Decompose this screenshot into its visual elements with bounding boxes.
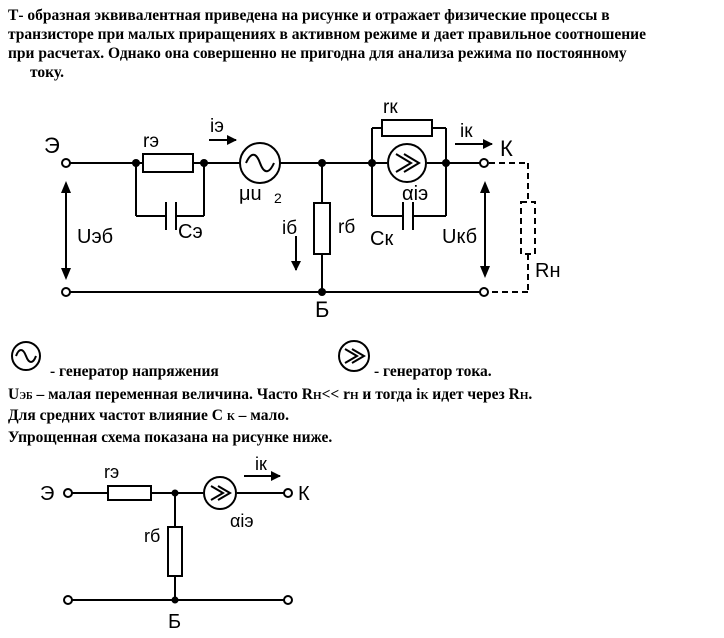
- circuit-2: [68, 471, 288, 601]
- capacitor-ce: [165, 202, 177, 230]
- c2-terminal-b-right: [283, 595, 293, 605]
- intro-line-1: Т- образная эквивалентная приведена на р…: [8, 7, 610, 24]
- c2-current-source-icon: [203, 476, 237, 510]
- terminal-e: [61, 158, 71, 168]
- c2-label-collector: К: [298, 483, 310, 505]
- resistor-rb: [313, 202, 331, 255]
- junction-dots: [132, 159, 450, 296]
- terminal-k: [479, 158, 489, 168]
- c2-label-base: Б: [168, 611, 181, 633]
- terminals: [61, 158, 489, 297]
- circuit-1: [66, 127, 484, 293]
- label-ie: iэ: [210, 116, 224, 137]
- load-branch: [489, 162, 536, 293]
- c2-label-rb: rб: [144, 526, 160, 546]
- label-mu-u-sub: 2: [274, 190, 282, 206]
- note-line-3: Упрощенная схема показана на рисунке ниж…: [8, 429, 333, 446]
- label-ib: iб: [282, 218, 297, 239]
- label-rb: rб: [338, 217, 355, 238]
- capacitor-ck: [402, 202, 414, 230]
- label-mu-u: μu: [239, 183, 262, 205]
- label-ce: Cэ: [178, 221, 203, 243]
- label-re: rэ: [143, 131, 159, 152]
- legend-current-text: - генератор тока.: [374, 363, 492, 380]
- note-line-2: Для средних частот влияние С К – мало.: [8, 407, 289, 424]
- c2-terminal-k: [283, 488, 293, 498]
- label-ueb: Uэб: [77, 226, 113, 248]
- note-line-1: UЭБ – малая переменная величина. Часто R…: [8, 386, 533, 403]
- c2-terminal-e: [63, 488, 73, 498]
- legend-voltage-icon: [11, 341, 41, 371]
- c2-label-re: rэ: [104, 462, 119, 482]
- label-ck: Cк: [370, 228, 393, 250]
- arrows: [65, 135, 493, 274]
- c2-resistor-re: [107, 485, 152, 501]
- legend-current-icon: [338, 340, 370, 372]
- legend-voltage-text: - генератор напряжения: [50, 363, 219, 380]
- arrowheads: [61, 181, 490, 280]
- resistor-re: [142, 153, 194, 173]
- c2-label-ik: iк: [255, 454, 267, 474]
- c2-resistor-rb: [167, 526, 183, 577]
- label-alpha-ie: αiэ: [402, 183, 428, 205]
- intro-line-3: при расчетах. Однако она совершенно не п…: [8, 45, 627, 62]
- label-rk: rк: [383, 97, 398, 118]
- c2-terminal-b-left: [63, 595, 73, 605]
- c2-label-emitter: Э: [40, 483, 54, 505]
- intro-line-4: току.: [30, 64, 64, 81]
- c2-label-alpha-ie: αiэ: [230, 511, 254, 531]
- label-collector: К: [500, 136, 513, 161]
- label-base: Б: [315, 297, 329, 322]
- label-ik: iк: [460, 121, 473, 142]
- label-emitter: Э: [44, 133, 60, 158]
- current-source-icon: [387, 143, 427, 183]
- terminal-b-left: [61, 287, 71, 297]
- label-rn: Rн: [535, 260, 561, 282]
- sine-source-icon: [239, 142, 281, 184]
- resistor-rk: [381, 119, 433, 137]
- terminal-b-right: [479, 287, 489, 297]
- intro-line-2: транзисторе при малых приращениях в акти…: [8, 26, 646, 43]
- label-ukb: Uкб: [442, 226, 477, 248]
